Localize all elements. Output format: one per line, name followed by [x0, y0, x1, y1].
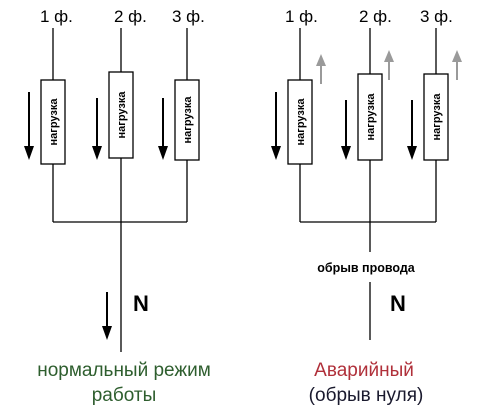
right-reverse-arrow-1: [316, 54, 326, 84]
left-neutral-label: N: [133, 291, 149, 316]
left-load-1: нагрузка: [40, 79, 66, 165]
left-load-2: нагрузка: [108, 71, 134, 159]
left-load-3-label: нагрузка: [182, 96, 194, 144]
right-load-1-label: нагрузка: [295, 98, 307, 146]
left-phase-2-label: 2 ф.: [114, 7, 147, 26]
left-schematic: 1 ф. 2 ф. 3 ф. нагрузка нагрузка нагрузк…: [24, 7, 211, 406]
right-load-2: нагрузка: [357, 73, 383, 161]
left-current-arrow-2: [92, 98, 102, 160]
right-reverse-arrow-2: [384, 50, 394, 80]
right-caption-line-2: (обрыв нуля): [309, 385, 424, 406]
left-load-1-resistor: [40, 79, 66, 165]
right-load-1-resistor: [287, 79, 313, 165]
right-load-3: нагрузка: [423, 73, 449, 161]
left-phase-1-label: 1 ф.: [40, 7, 73, 26]
left-load-3: нагрузка: [174, 79, 200, 161]
right-current-arrow-2: [341, 100, 351, 160]
right-current-arrow-1: [271, 92, 281, 160]
right-phase-3-label: 3 ф.: [420, 7, 453, 26]
left-caption-line-1: нормальный режим: [37, 360, 211, 381]
left-load-2-label: нагрузка: [116, 91, 128, 139]
right-neutral-label: N: [390, 291, 406, 316]
right-reverse-arrow-3: [452, 50, 462, 80]
right-schematic: 1 ф. 2 ф. 3 ф. нагрузка нагрузка нагрузк…: [271, 7, 462, 406]
right-phase-1-label: 1 ф.: [285, 7, 318, 26]
right-load-2-label: нагрузка: [365, 93, 377, 141]
right-break-label: обрыв провода: [317, 261, 416, 275]
right-caption-line-1: Аварийный: [314, 360, 414, 381]
left-current-arrow-1: [24, 92, 34, 160]
right-phase-2-label: 2 ф.: [359, 7, 392, 26]
left-load-1-label: нагрузка: [48, 98, 60, 146]
left-current-arrow-3: [158, 98, 168, 160]
left-load-3-resistor: [174, 79, 200, 161]
right-load-1: нагрузка: [287, 79, 313, 165]
left-neutral-current-arrow: [102, 292, 112, 340]
left-caption-line-2: работы: [92, 385, 157, 406]
left-phase-3-label: 3 ф.: [172, 7, 205, 26]
right-current-arrow-3: [407, 100, 417, 160]
right-load-3-label: нагрузка: [431, 93, 443, 141]
left-load-2-resistor: [108, 71, 134, 159]
